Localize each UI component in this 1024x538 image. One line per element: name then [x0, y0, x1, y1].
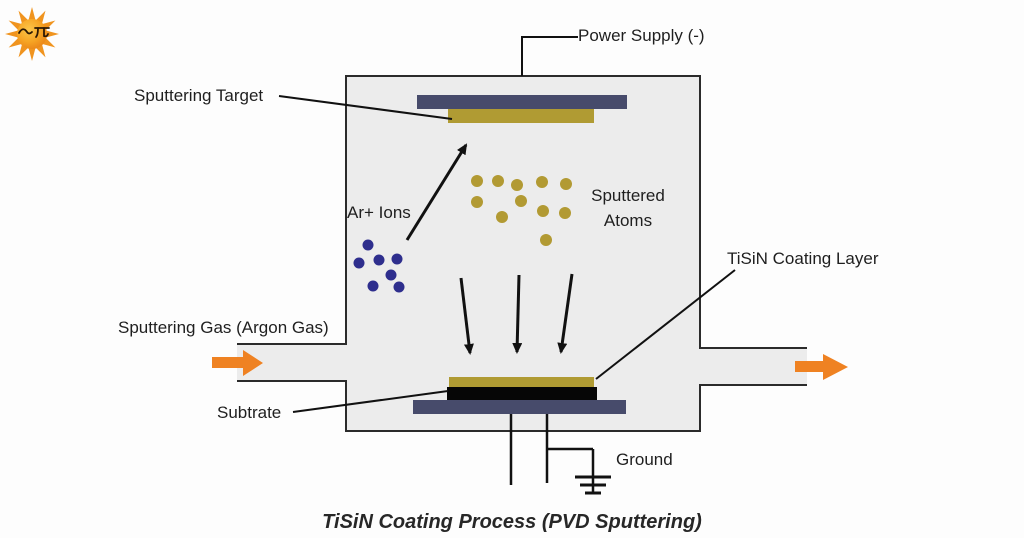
- atom-dot: [559, 207, 571, 219]
- vacuum-chamber: [345, 75, 701, 432]
- ion-dot: [391, 253, 403, 265]
- atom-dot: [560, 178, 572, 190]
- sputtering-gas-label: Sputtering Gas (Argon Gas): [118, 318, 329, 337]
- atom-dot: [492, 175, 504, 187]
- ion-dot: [367, 280, 379, 292]
- power-supply-wire: [521, 36, 578, 76]
- sputtered-atom-dots: [471, 175, 572, 246]
- ion-bombardment-arrow-icon: [405, 143, 468, 241]
- ground-label: Ground: [616, 450, 673, 469]
- sun-disc: [17, 19, 47, 49]
- tisin-coating-bar: [449, 377, 594, 387]
- gas-outflow-arrow-icon: [795, 354, 848, 380]
- ar-ions-label: Ar+ Ions: [347, 203, 411, 222]
- deposition-arrow-middle-icon: [512, 274, 523, 354]
- atom-dot: [471, 175, 483, 187]
- atom-dot: [537, 205, 549, 217]
- deposition-arrow-left-icon: [459, 277, 474, 355]
- sputtered-atoms-line1: Sputtered: [591, 186, 665, 205]
- top-electrode-plate: [417, 95, 627, 109]
- gas-inflow-arrow-icon: [212, 350, 263, 376]
- ion-dot: [385, 269, 397, 281]
- sputtered-atoms-line2: Atoms: [603, 211, 653, 230]
- tisin-layer-pointer-line: [595, 269, 736, 380]
- ion-dot: [353, 257, 365, 269]
- logo-script-mark: [18, 27, 50, 38]
- sputtering-target-pointer-line: [278, 95, 453, 120]
- diagram-title: TiSiN Coating Process (PVD Sputtering): [322, 511, 702, 533]
- ion-dot: [373, 254, 385, 266]
- ion-dot: [393, 281, 405, 293]
- atom-dot: [515, 195, 527, 207]
- tisin-coating-layer-label: TiSiN Coating Layer: [727, 249, 879, 268]
- substrate-pointer-line: [292, 390, 449, 413]
- gas-outlet-port: [699, 349, 807, 384]
- substrate-label: Subtrate: [217, 403, 282, 422]
- atom-dot: [511, 179, 523, 191]
- atom-dot: [471, 196, 483, 208]
- argon-ion-dots: [353, 239, 405, 293]
- sputtered-atoms-label: Sputtered Atoms: [580, 183, 676, 233]
- sputtering-target-label: Sputtering Target: [134, 86, 264, 105]
- substrate-bar: [447, 387, 597, 400]
- sputtering-target-bar: [448, 109, 594, 123]
- ground-symbol-icon: [575, 475, 611, 495]
- deposition-arrow-right-icon: [557, 273, 574, 354]
- atom-dot: [540, 234, 552, 246]
- atom-dot: [496, 211, 508, 223]
- power-supply-label: Power Supply (-): [578, 26, 705, 45]
- ion-dot: [362, 239, 374, 251]
- atom-dot: [536, 176, 548, 188]
- substrate-holder-plate: [413, 400, 626, 414]
- sun-logo-icon: [5, 7, 59, 61]
